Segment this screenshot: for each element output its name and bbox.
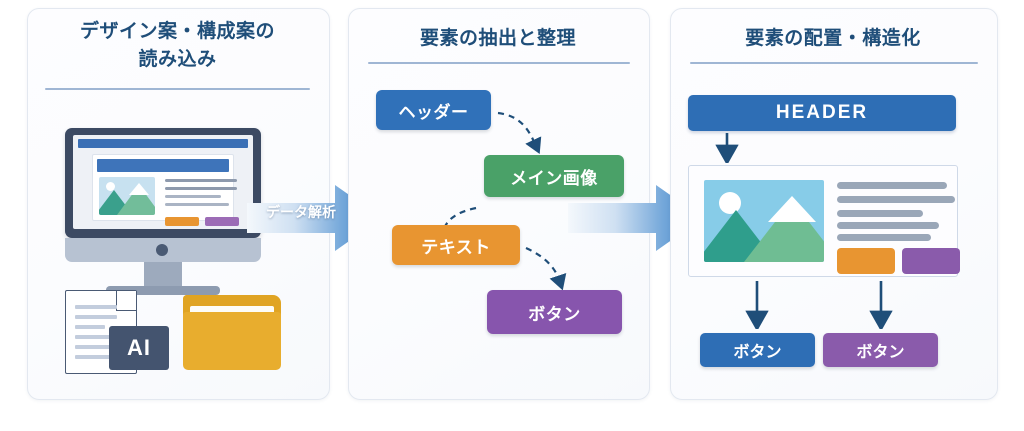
layout-arrow-to-button-2 <box>869 281 893 329</box>
panel-3-title: 要素の配置・構造化 <box>745 28 921 49</box>
layout-text-line <box>837 222 939 229</box>
layout-text-line <box>837 196 955 203</box>
snow-cap-shape <box>768 196 816 222</box>
panel-1-title-line1: デザイン案・構成案の <box>79 21 275 42</box>
panel-1-title: デザイン案・構成案の 読み込み <box>27 18 328 73</box>
layout-image-block <box>704 180 824 262</box>
document-fold-corner <box>116 291 136 311</box>
layout-content-card <box>688 165 960 277</box>
connector-arrow-2 <box>568 183 703 253</box>
snow-cap-shape <box>129 183 149 195</box>
element-tag-main-image[interactable]: メイン画像 <box>484 155 624 197</box>
document-text-line <box>75 355 117 359</box>
layout-bottom-button-2[interactable]: ボタン <box>823 333 938 367</box>
mock-text-line <box>165 179 237 182</box>
panel-3-title-divider <box>690 62 978 64</box>
monitor-icon <box>65 128 261 238</box>
mock-text-line <box>165 187 237 190</box>
document-text-line <box>75 335 117 339</box>
layout-text-line <box>837 182 947 189</box>
panel-2-title: 要素の抽出と整理 <box>419 28 576 49</box>
element-tag-text[interactable]: テキスト <box>392 225 520 265</box>
monitor-stand-base <box>106 286 220 295</box>
mock-button-purple <box>205 217 239 226</box>
layout-text-line <box>837 210 923 217</box>
document-text-line <box>75 315 117 319</box>
document-text-line <box>75 345 111 349</box>
monitor-power-dot <box>156 244 168 256</box>
element-tag-header[interactable]: ヘッダー <box>376 90 491 130</box>
ai-badge: AI <box>109 326 169 370</box>
layout-arrow-to-button-1 <box>745 281 769 329</box>
layout-inline-button-orange[interactable] <box>837 248 895 274</box>
document-text-line <box>75 305 117 309</box>
sun-shape <box>106 182 115 191</box>
layout-text-line <box>837 234 931 241</box>
monitor-stand-column <box>144 262 182 288</box>
panel-1-title-line2: 読み込み <box>138 48 217 70</box>
mock-text-line <box>165 203 229 206</box>
mock-button-orange <box>165 217 199 226</box>
panel-2-title-divider <box>368 62 630 64</box>
folder-icon-front <box>183 312 281 370</box>
mock-text-line <box>165 195 221 198</box>
layout-bottom-button-1[interactable]: ボタン <box>700 333 815 367</box>
panel-1-title-divider <box>45 88 310 90</box>
monitor-screen <box>73 135 253 229</box>
sun-shape <box>719 192 741 214</box>
folder-icon-tab <box>183 295 233 307</box>
mock-browser-bar <box>78 139 248 148</box>
layout-header-block[interactable]: HEADER <box>688 95 956 131</box>
element-tag-button[interactable]: ボタン <box>487 290 622 334</box>
mock-image-block <box>99 177 155 215</box>
document-text-line <box>75 325 105 329</box>
layout-inline-button-purple[interactable] <box>902 248 960 274</box>
mock-header-block <box>97 159 229 172</box>
mock-webpage <box>92 154 239 226</box>
layout-arrow-header-to-card <box>715 133 739 163</box>
connector-arrow-1-label: データ解析 <box>266 204 336 220</box>
